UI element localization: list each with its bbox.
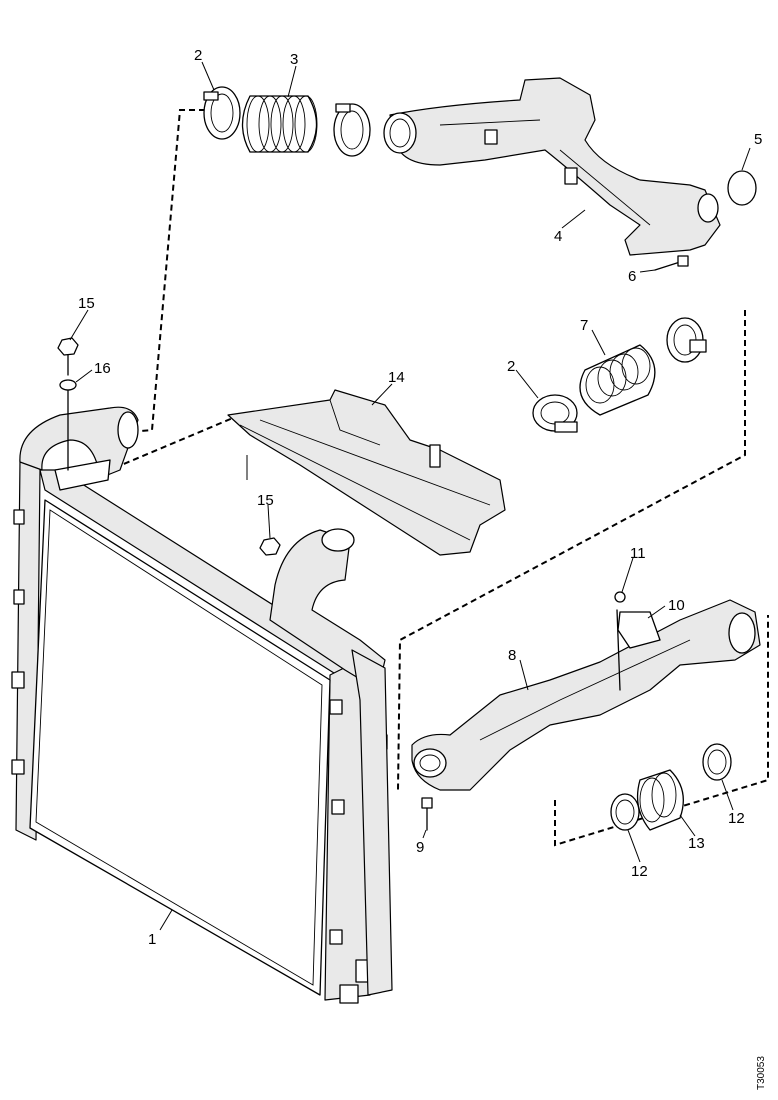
callout-10: 10	[668, 597, 685, 614]
screw-9	[421, 797, 433, 831]
leader-lines	[69, 61, 751, 931]
lower-hose-clamp-group	[610, 743, 732, 831]
nut-15-upper	[57, 337, 79, 376]
callout-8: 8	[508, 647, 516, 664]
callout-2-top: 2	[194, 47, 202, 64]
screw-6	[654, 255, 689, 271]
callout-12-left: 12	[631, 863, 648, 880]
screw-11	[614, 591, 626, 603]
callout-9: 9	[416, 839, 424, 856]
callout-16: 16	[94, 360, 111, 377]
mounting-bracket-14	[227, 389, 506, 556]
upper-hose-clamp-group	[203, 86, 371, 157]
callout-6: 6	[628, 268, 636, 285]
figure-code: T30053	[756, 1056, 767, 1090]
callout-1: 1	[148, 931, 156, 948]
callout-11: 11	[630, 545, 646, 562]
callout-12-right: 12	[728, 810, 745, 827]
nut-15-lower	[259, 537, 281, 556]
middle-hose-clamp-group	[532, 317, 707, 433]
callout-4: 4	[554, 228, 562, 245]
callout-13: 13	[688, 835, 705, 852]
lower-charge-pipe-8	[411, 599, 761, 791]
callout-14: 14	[388, 369, 405, 386]
callout-2-middle: 2	[507, 358, 515, 375]
callout-7: 7	[580, 317, 588, 334]
intercooler-radiator	[11, 406, 393, 1004]
callout-5: 5	[754, 131, 762, 148]
washer-16	[59, 379, 77, 471]
upper-charge-pipe-4	[383, 77, 721, 256]
o-ring-5	[727, 170, 757, 206]
callout-labels: 2 3 4 5 6 7 2 14 15 16 15 8 11 10 9 12 1…	[78, 47, 767, 1090]
callout-3: 3	[290, 51, 298, 68]
callout-15-middle: 15	[257, 492, 274, 509]
callout-15-top: 15	[78, 295, 95, 312]
